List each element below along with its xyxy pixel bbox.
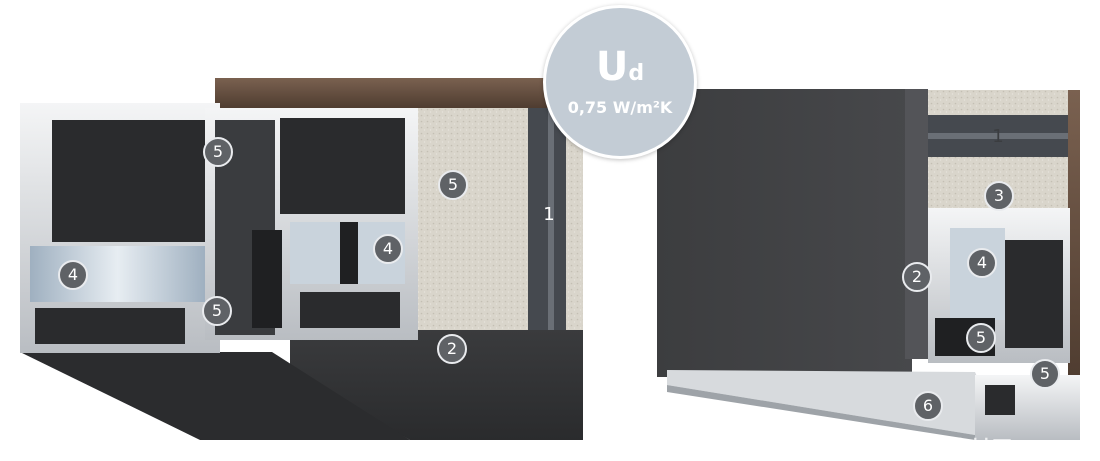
- left-dark-strip: [528, 108, 566, 330]
- left-sash-chamber-top: [52, 120, 205, 242]
- callout-marker: 5: [1030, 359, 1060, 389]
- callout-marker: 4: [58, 260, 88, 290]
- callout-label: 1: [992, 126, 1004, 147]
- left-frame-chamber-bottom: [300, 292, 400, 328]
- left-glass-pane: [30, 246, 205, 302]
- right-threshold-chamber: [985, 385, 1015, 415]
- left-sash-chamber-bottom: [35, 308, 185, 344]
- callout-marker: 5: [438, 170, 468, 200]
- callout-marker: 5: [202, 296, 232, 326]
- callout-marker: 4: [967, 248, 997, 278]
- callout-marker: 5: [203, 137, 233, 167]
- right-frame-chamber: [1005, 240, 1063, 348]
- callout-marker: 4: [373, 234, 403, 264]
- left-frame-chamber-top: [280, 118, 405, 214]
- right-door-edge: [905, 89, 928, 359]
- badge-value: 0,75 W/m²K: [567, 98, 673, 117]
- callout-label: 1: [543, 204, 555, 225]
- right-door-leaf: [657, 89, 912, 377]
- left-dark-strip-highlight: [548, 108, 554, 330]
- right-door-section: [585, 89, 1090, 440]
- left-core-gap: [340, 222, 358, 284]
- right-sill-shadow: [667, 385, 975, 440]
- right-sill-profile: [667, 370, 985, 435]
- left-thermal-break: [252, 230, 282, 328]
- right-wood-edge: [1068, 90, 1080, 400]
- badge-subscript: d: [628, 61, 645, 86]
- left-window-section: [20, 78, 583, 440]
- callout-marker: 5: [966, 323, 996, 353]
- callout-marker: 6: [913, 391, 943, 421]
- watermark: 建材网: [948, 436, 1014, 460]
- badge-symbol: Ud: [595, 44, 645, 90]
- right-dark-strip-highlight: [925, 133, 1070, 139]
- thermal-value-badge: Ud 0,75 W/m²K: [543, 5, 697, 159]
- callout-marker: 3: [984, 181, 1014, 211]
- callout-marker: 2: [437, 334, 467, 364]
- callout-marker: 2: [902, 262, 932, 292]
- left-wood-beam: [215, 78, 583, 110]
- left-sill-shadow: [20, 352, 410, 440]
